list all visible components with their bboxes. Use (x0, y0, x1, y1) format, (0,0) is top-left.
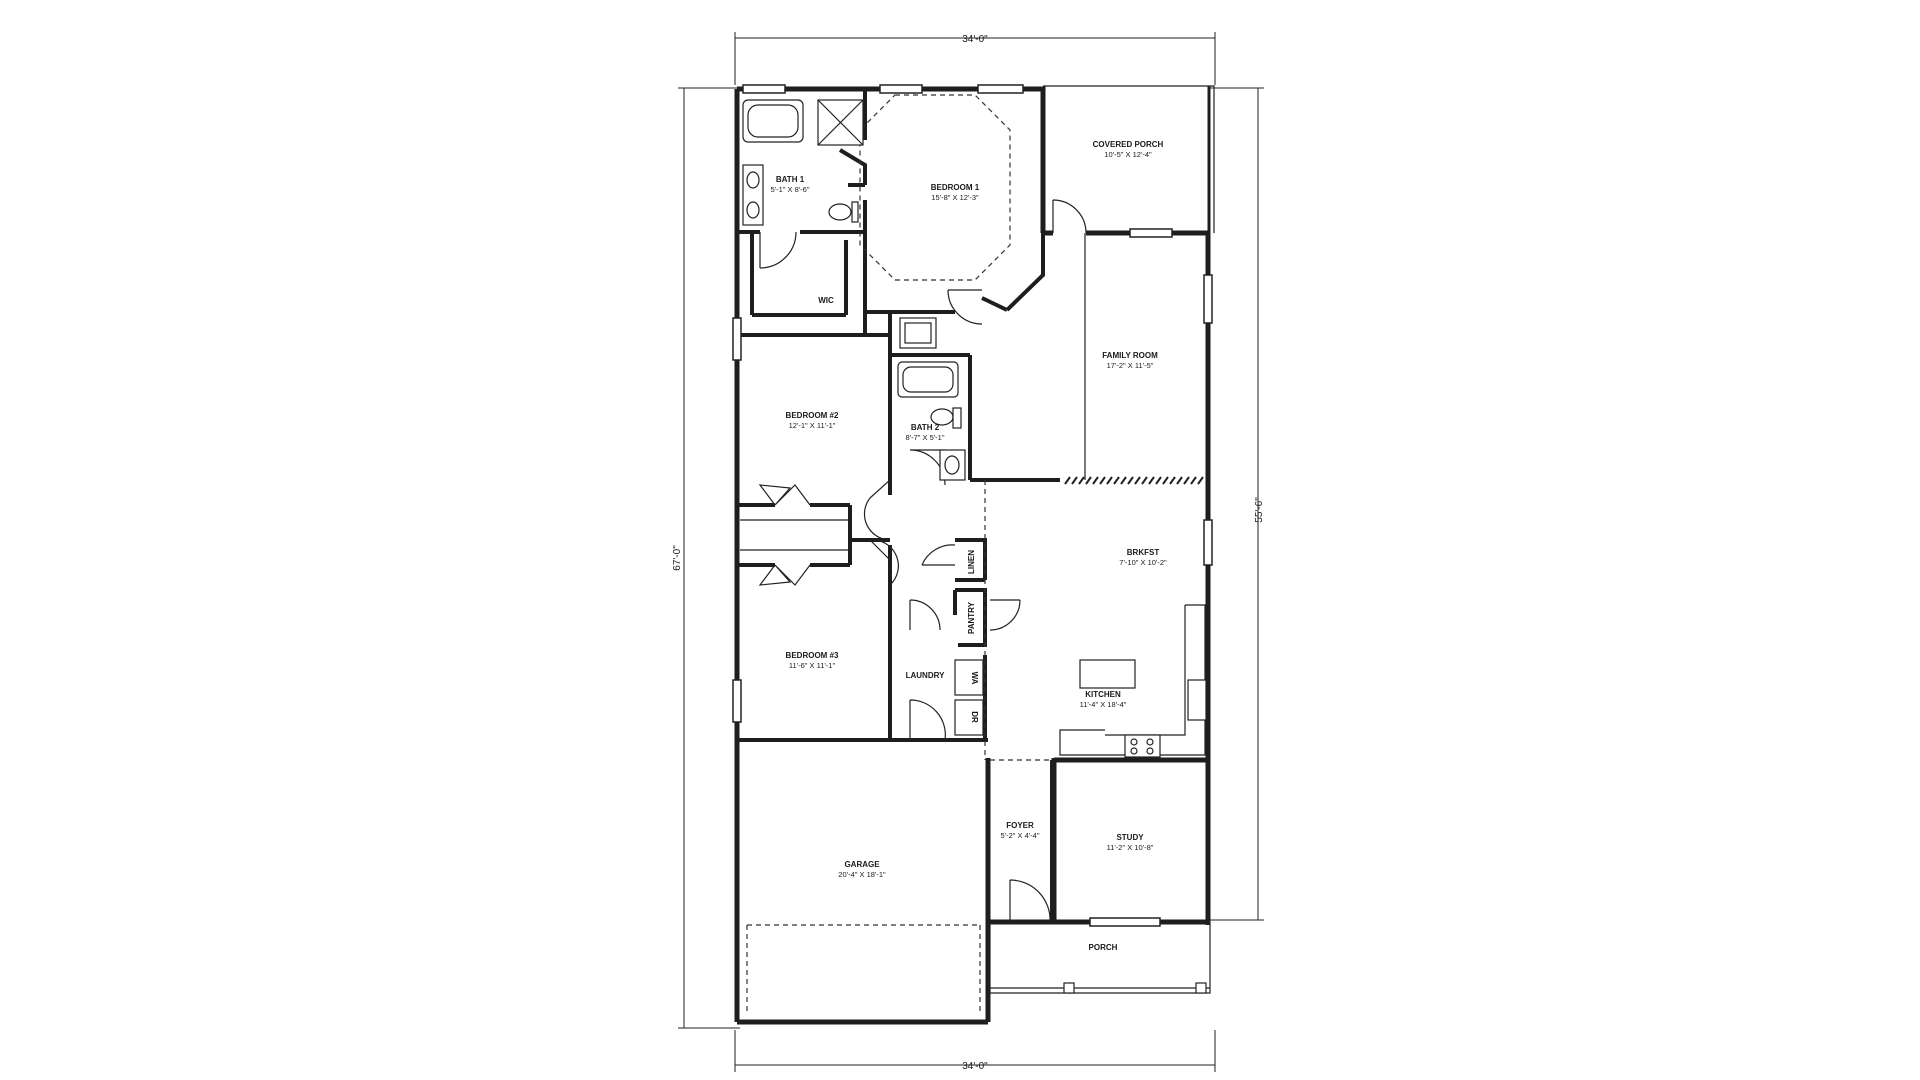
bath1-size: 5'-1" X 8'-6" (770, 185, 809, 194)
linen-name: LINEN (967, 550, 976, 574)
dimension-lines (678, 32, 1264, 1072)
study-name: STUDY (1116, 833, 1144, 842)
room-labels: BATH 1 5'-1" X 8'-6" BEDROOM 1 15'-8" X … (770, 140, 1167, 952)
kitchen-name: KITCHEN (1085, 690, 1121, 699)
washer-name: WA (970, 672, 979, 685)
doors (740, 199, 1087, 923)
garage-size: 20'-4" X 18'-1" (838, 870, 886, 879)
windows (732, 84, 1213, 927)
porch-outlines (989, 85, 1215, 994)
bath1-name: BATH 1 (776, 175, 805, 184)
dimension-top: 34'-0" (962, 34, 988, 45)
porch-name: PORCH (1089, 943, 1118, 952)
covered-porch-size: 10'-5" X 12'-4" (1104, 150, 1152, 159)
bath2-name: BATH 2 (911, 423, 940, 432)
wic-name: WIC (818, 296, 834, 305)
interior-walls (737, 89, 1086, 920)
family-room-size: 17'-2" X 11'-5" (1107, 361, 1154, 370)
bedroom1-size: 15'-8" X 12'-3" (931, 193, 979, 202)
bedroom2-size: 12'-1" X 11'-1" (789, 421, 836, 430)
family-room-name: FAMILY ROOM (1102, 351, 1158, 360)
dimension-left: 67'-0" (672, 545, 683, 571)
laundry-name: LAUNDRY (906, 671, 945, 680)
exterior-walls (734, 86, 1211, 1025)
dashed-lines (746, 94, 1052, 1015)
bedroom3-size: 11'-6" X 11'-1" (789, 661, 836, 670)
bedroom1-name: BEDROOM 1 (931, 183, 980, 192)
pantry-name: PANTRY (967, 601, 976, 634)
foyer-name: FOYER (1006, 821, 1034, 830)
hatched-wall (1064, 476, 1204, 485)
foyer-size: 5'-2" X 4'-4" (1000, 831, 1039, 840)
study-size: 11'-2" X 10'-8" (1107, 843, 1154, 852)
kitchen-size: 11'-4" X 18'-4" (1080, 700, 1127, 709)
bath2-size: 8'-7" X 5'-1" (905, 433, 944, 442)
dimension-bottom: 34'-0" (962, 1061, 988, 1072)
bedroom2-name: BEDROOM #2 (786, 411, 839, 420)
covered-porch-name: COVERED PORCH (1093, 140, 1164, 149)
brkfst-size: 7'-10" X 10'-2" (1119, 558, 1167, 567)
dimension-right: 55'-6" (1254, 497, 1265, 523)
garage-name: GARAGE (844, 860, 880, 869)
dryer-name: DR (970, 711, 979, 723)
bedroom3-name: BEDROOM #3 (786, 651, 839, 660)
fixtures (742, 99, 1207, 758)
brkfst-name: BRKFST (1127, 548, 1160, 557)
